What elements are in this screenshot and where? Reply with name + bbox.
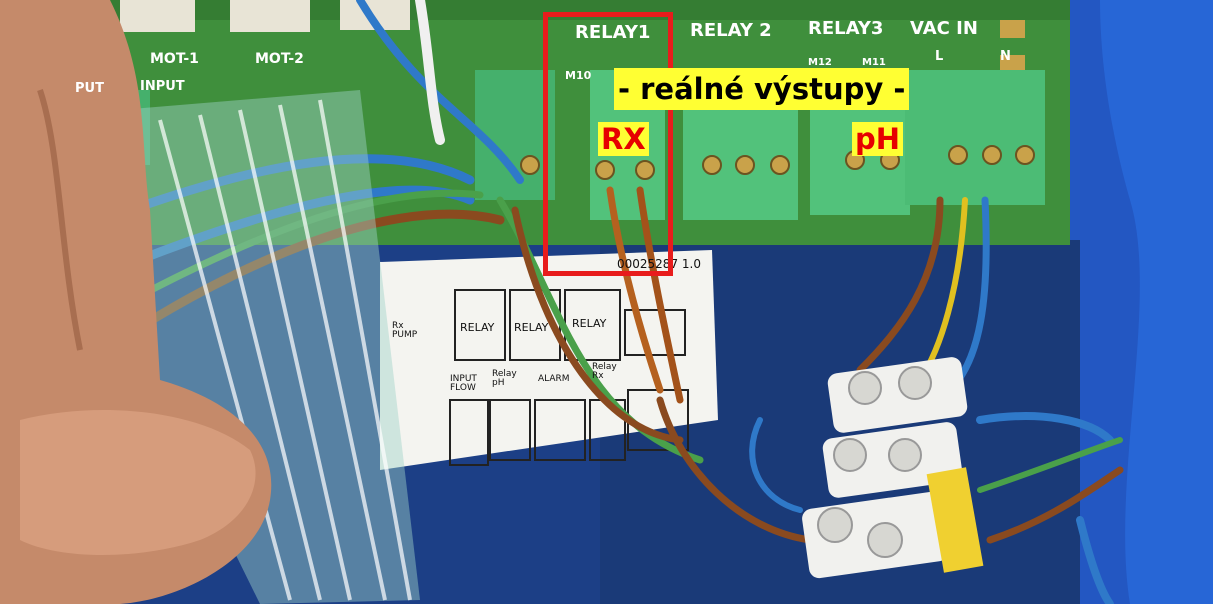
pcb-label-n: N — [1000, 49, 1011, 64]
pcb-label-input: INPUT — [140, 79, 185, 94]
ph-label: pH — [852, 122, 904, 156]
pcb-label-relay1: RELAY1 — [575, 22, 651, 43]
white-terminal-strip — [802, 357, 984, 579]
sheet-relay-b: RELAY — [514, 321, 549, 334]
pcb-label-m10: M10 — [565, 69, 592, 82]
white-connector — [230, 0, 310, 32]
pcb-label-vac-in: VAC IN — [910, 18, 978, 39]
pcb-label-m12: M12 — [808, 57, 832, 68]
real-outputs-label: - reálné výstupy - — [614, 68, 910, 110]
spade-terminal — [1000, 20, 1025, 38]
ribbon-cable — [120, 90, 420, 604]
spade-terminal — [1000, 55, 1025, 73]
terminal-screws — [520, 145, 1035, 180]
pcb-label-mot1: MOT-1 — [150, 51, 199, 67]
pcb-label-mot2: MOT-2 — [255, 51, 304, 67]
blue-glove — [1100, 0, 1213, 604]
pcb-label-m11: M11 — [862, 57, 886, 68]
pcb-label-relay2: RELAY 2 — [690, 20, 772, 41]
finger-crease — [37, 89, 83, 351]
terminal-block-vac — [905, 70, 1045, 205]
sheet-relay-c: RELAY — [572, 317, 607, 330]
sheet-relay-ph: Relay pH — [492, 369, 517, 388]
sheet-code: 00025287 1.0 — [617, 257, 701, 271]
pcb-label-relay3: RELAY3 — [808, 18, 884, 39]
sheet-alarm: ALARM — [538, 374, 570, 384]
sheet-rx-pump: Rx PUMP — [392, 321, 418, 340]
sheet-relay-rx: Relay Rx — [592, 362, 617, 381]
fingertip — [20, 410, 256, 555]
white-connector — [120, 0, 195, 32]
relay1-highlight-box — [543, 12, 673, 276]
rx-label: RX — [598, 122, 649, 156]
sheet-input-flow: INPUT FLOW — [450, 374, 477, 393]
pcb-label-put: PUT — [75, 81, 104, 96]
pcb-label-l: L — [935, 49, 944, 64]
sheet-relay-a: RELAY — [460, 321, 495, 334]
ribbon-stripes — [158, 99, 412, 601]
